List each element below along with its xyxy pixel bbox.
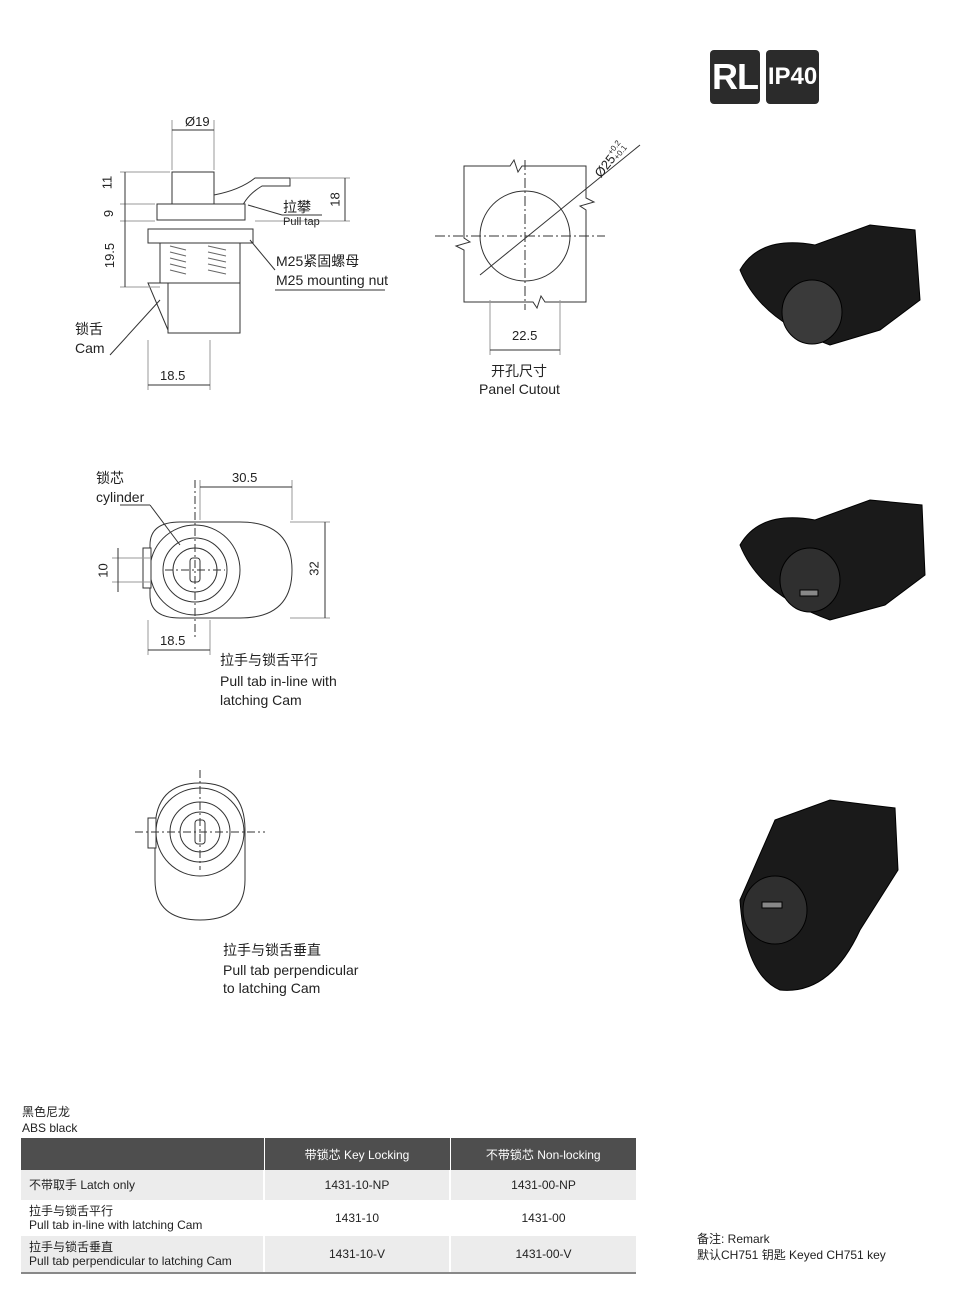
row-nonkey-part: 1431-00-V [449,1236,636,1274]
row-desc-en: Pull tab perpendicular to latching Cam [29,1254,232,1268]
remark-line2: 默认CH751 钥匙 Keyed CH751 key [697,1248,886,1262]
remark-line1: 备注: Remark [697,1232,770,1246]
dim-10: 10 [95,563,111,578]
part-number-table: 带锁芯 Key Locking 不带锁芯 Non-locking 不带取手 La… [21,1138,636,1274]
row-desc: 拉手与锁舌垂直 Pull tab perpendicular to latchi… [21,1236,264,1274]
row-desc: 不带取手 Latch only [21,1170,264,1200]
product-photo-3 [739,799,899,991]
product-photo-2 [739,499,926,621]
row-desc: 拉手与锁舌平行 Pull tab in-line with latching C… [21,1200,264,1236]
side-view-drawing [109,120,385,390]
front-view-perpendicular-drawing [135,770,265,921]
nut-label-en: M25 mounting nut [276,272,389,288]
row-key-part: 1431-10-V [263,1236,450,1274]
ip40-badge: IP40 [766,50,819,104]
dim-32: 32 [306,561,322,576]
row-nonkey-part: 1431-00 [449,1200,636,1236]
material-en: ABS black [22,1121,78,1135]
dim-19-5: 19.5 [102,242,118,269]
cam-label-en: Cam [75,340,105,356]
table-row: 拉手与锁舌平行 Pull tab in-line with latching C… [21,1200,636,1236]
row-key-part: 1431-10-NP [263,1170,450,1200]
pull-tap-label-en: Pull tap [283,216,320,228]
cylinder-label-en: cylinder [96,489,145,505]
dim-9: 9 [101,209,117,218]
table-header-key-locking: 带锁芯 Key Locking [263,1138,450,1170]
table-row: 拉手与锁舌垂直 Pull tab perpendicular to latchi… [21,1236,636,1274]
dim-dia19: Ø19 [185,114,210,129]
dim-18: 18 [327,192,343,207]
inline-caption-en1: Pull tab in-line with [220,673,337,689]
perp-caption-cn: 拉手与锁舌垂直 [223,942,321,958]
table-header-row: 带锁芯 Key Locking 不带锁芯 Non-locking [21,1138,636,1170]
table-row: 不带取手 Latch only 1431-10-NP 1431-00-NP [21,1170,636,1200]
panel-cutout-drawing [435,144,641,355]
dim-18-5-side: 18.5 [160,368,186,383]
material-cn: 黑色尼龙 [22,1105,71,1119]
nut-label-cn: M25紧固螺母 [276,253,360,269]
inline-caption-en2: latching Cam [220,692,302,708]
material-label: 黑色尼龙 ABS black [22,1104,77,1136]
technical-drawings [109,120,926,991]
dim-30-5: 30.5 [232,470,258,485]
dim-11: 11 [99,175,115,190]
dim-18-5-front: 18.5 [160,633,186,648]
row-desc-cn: 拉手与锁舌平行 [29,1204,114,1218]
row-desc-cn: 拉手与锁舌垂直 [29,1240,114,1254]
perp-caption-en1: Pull tab perpendicular [223,962,359,978]
perp-caption-en2: to latching Cam [223,980,321,996]
pull-tap-label-cn: 拉攀 [283,199,311,215]
table-header-non-locking: 不带锁芯 Non-locking [449,1138,636,1170]
cutout-title-cn: 开孔尺寸 [491,363,547,379]
front-view-inline-drawing [112,480,330,655]
cam-label-cn: 锁舌 [75,321,103,337]
product-photo-1 [739,224,921,346]
row-desc-en: Pull tab in-line with latching Cam [29,1218,203,1232]
dim-22-5: 22.5 [512,328,538,343]
cylinder-label-cn: 锁芯 [96,470,124,486]
table-header-blank [21,1138,264,1170]
cutout-title-en: Panel Cutout [479,381,560,397]
row-desc-cn: 不带取手 Latch only [29,1178,136,1192]
rl-badge: RL [710,50,760,104]
row-key-part: 1431-10 [263,1200,450,1236]
inline-caption-cn: 拉手与锁舌平行 [220,652,318,668]
row-nonkey-part: 1431-00-NP [449,1170,636,1200]
remark: 备注: Remark 默认CH751 钥匙 Keyed CH751 key [697,1231,886,1263]
